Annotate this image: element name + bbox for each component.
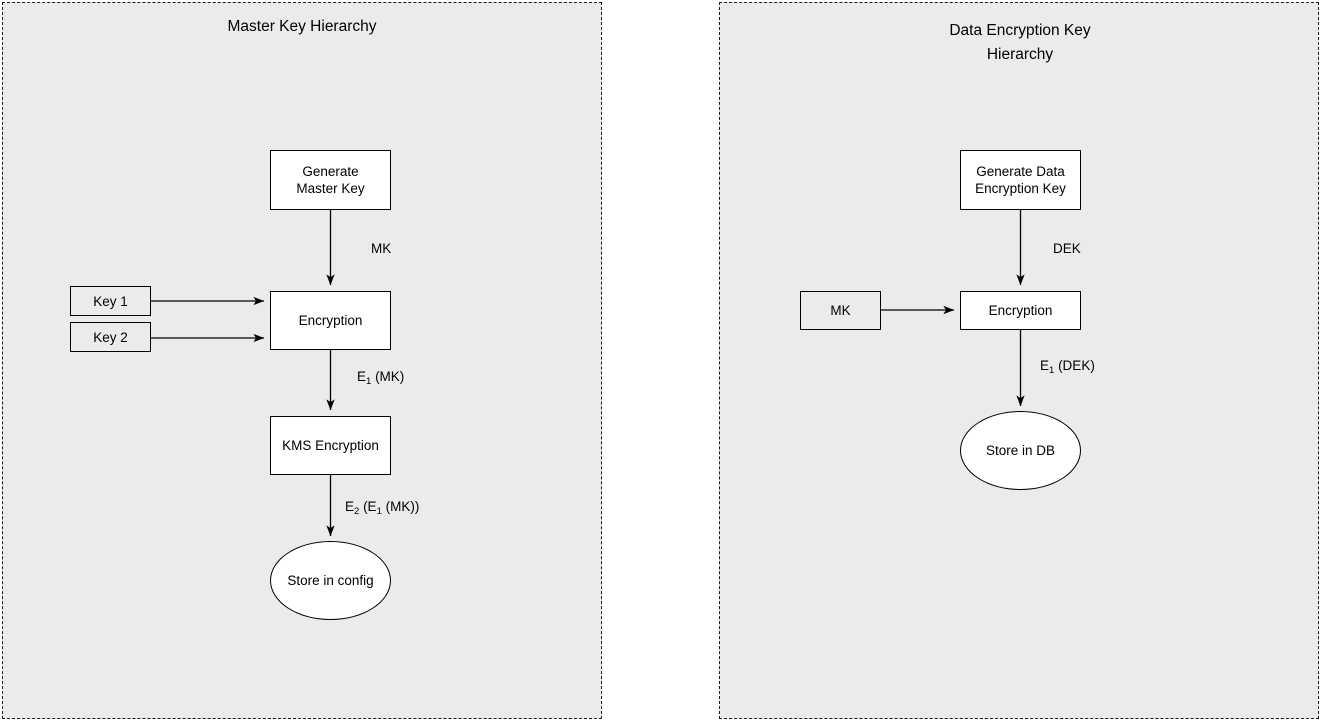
- edge-label-dek-text: DEK: [1053, 241, 1081, 256]
- node-generate-master-key[interactable]: Generate Master Key: [270, 150, 391, 210]
- edge-label-e1-mk-tail: (MK): [371, 369, 405, 384]
- edge-label-mk: MK: [371, 241, 391, 256]
- edge-label-e1-mk-base: E: [357, 369, 367, 384]
- edge-label-mk-text: MK: [371, 241, 392, 256]
- edge-label-e1-dek: E1 (DEK): [1040, 358, 1095, 376]
- edge-label-e2-inner-sub: 1: [376, 506, 382, 517]
- node-encryption-dek[interactable]: Encryption: [960, 291, 1081, 330]
- node-mk[interactable]: MK: [800, 291, 881, 330]
- edge-label-e2-tail-open: (E: [359, 499, 377, 514]
- panel-master-key-title: Master Key Hierarchy: [227, 18, 377, 35]
- node-encryption-master[interactable]: Encryption: [270, 291, 391, 350]
- edge-label-e2-sub: 2: [354, 506, 360, 517]
- node-store-in-db[interactable]: Store in DB: [960, 411, 1081, 490]
- node-key-2[interactable]: Key 2: [70, 322, 151, 352]
- edge-label-e1-dek-sub: 1: [1049, 365, 1055, 376]
- edge-label-e1-dek-base: E: [1040, 358, 1050, 373]
- node-kms-encryption[interactable]: KMS Encryption: [270, 416, 391, 475]
- edge-label-e2-e1-mk: E2 (E1 (MK)): [345, 499, 420, 517]
- node-store-in-config[interactable]: Store in config: [270, 541, 391, 620]
- edge-label-e1-mk: E1 (MK): [357, 369, 405, 387]
- edge-label-dek: DEK: [1053, 241, 1081, 256]
- edge-label-e2-tail-close: (MK)): [381, 499, 420, 514]
- edge-label-e1-mk-sub: 1: [366, 376, 372, 387]
- panel-data-encryption-key: [719, 2, 1319, 719]
- node-key-1[interactable]: Key 1: [70, 286, 151, 316]
- edge-label-e2-base: E: [345, 499, 355, 514]
- panel-data-encryption-key-title: Data Encryption Key Hierarchy: [949, 22, 1091, 63]
- edge-label-e1-dek-tail: (DEK): [1054, 358, 1095, 373]
- node-generate-data-encryption-key[interactable]: Generate Data Encryption Key: [960, 150, 1081, 210]
